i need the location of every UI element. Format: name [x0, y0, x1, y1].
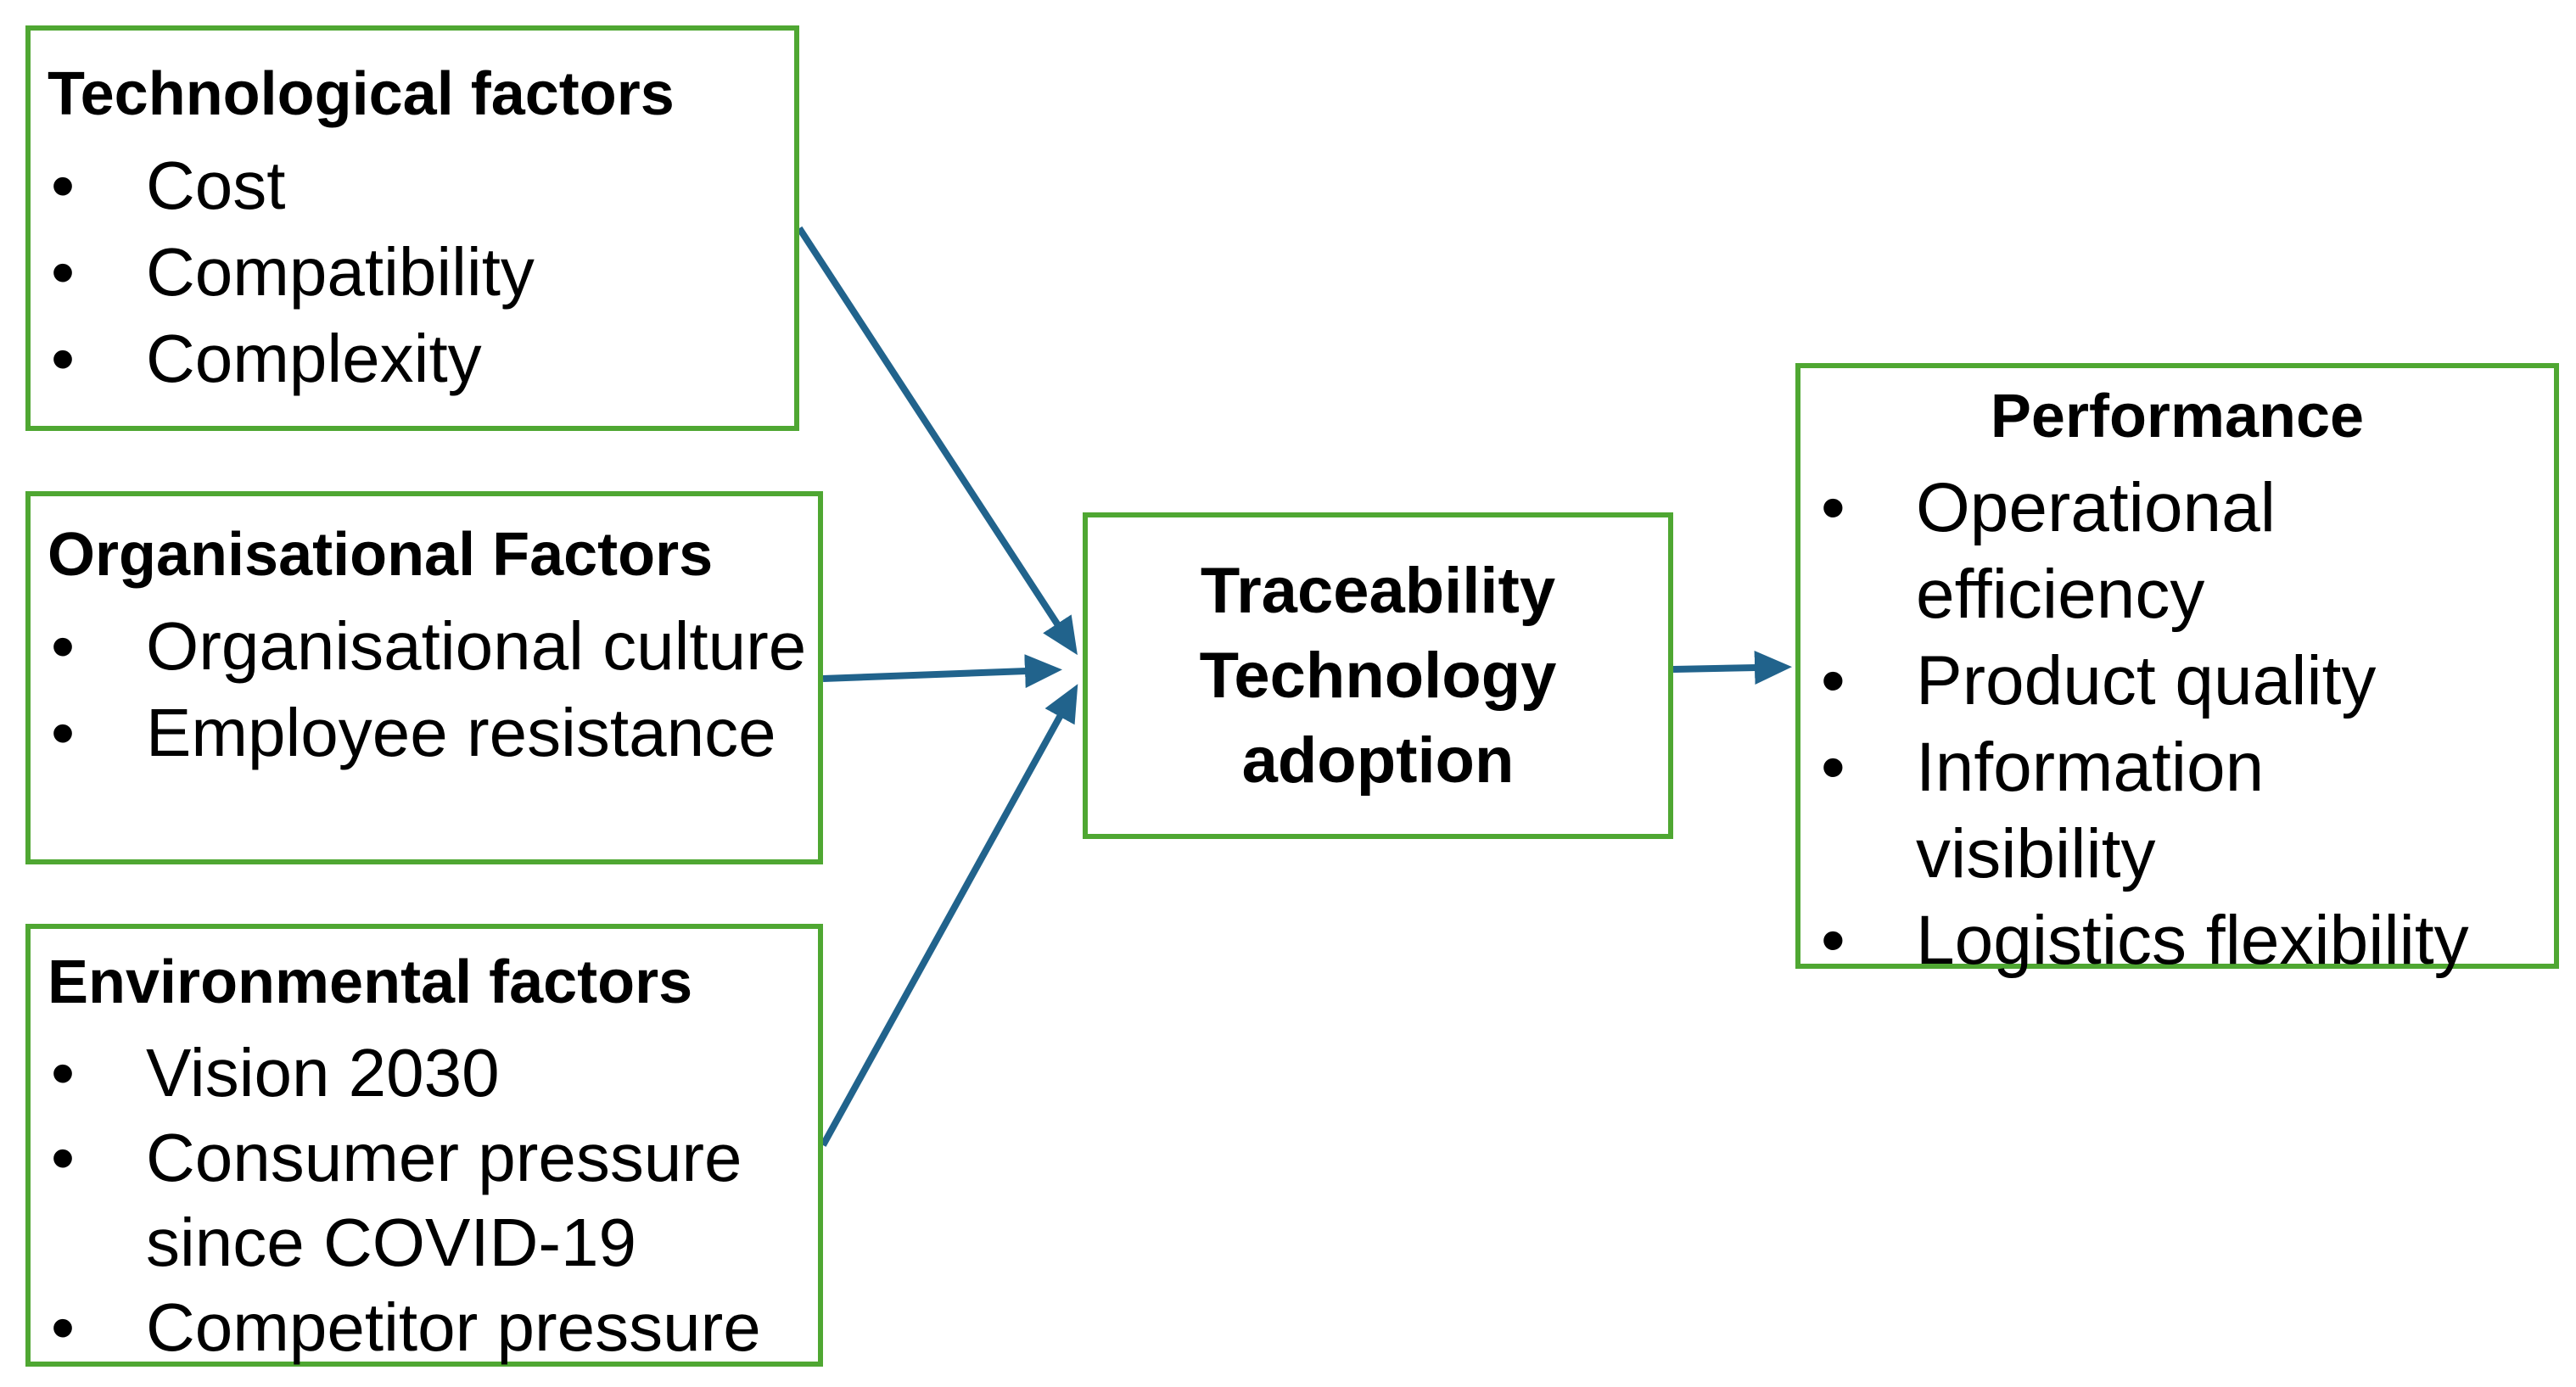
arrow-organisational-to-adoption	[822, 654, 1062, 689]
bullet-item: Logistics flexibility	[1800, 898, 2554, 984]
bullet-item: Cost	[31, 143, 794, 229]
box-environmental-factors: Environmental factors Vision 2030 Consum…	[25, 924, 823, 1370]
box-title: Organisational Factors	[48, 521, 714, 589]
bullet-item: Operational efficiency	[1800, 465, 2554, 638]
bullet-list: Organisational culture Employee resistan…	[31, 603, 818, 776]
bullet-item: Employee resistance	[31, 690, 818, 776]
bullet-item: Vision 2030	[31, 1031, 818, 1116]
bullet-item: Competitor pressure	[31, 1285, 818, 1370]
bullet-item: Compatibility	[31, 229, 794, 316]
box-organisational-factors: Organisational Factors Organisational cu…	[25, 491, 823, 864]
box-performance: Performance Operational efficiency Produ…	[1795, 363, 2559, 984]
bullet-list: Operational efficiency Product quality I…	[1800, 465, 2554, 984]
box-title: Technological factors	[48, 60, 675, 128]
arrow-technological-to-adoption	[796, 226, 1078, 656]
bullet-item: Complexity	[31, 316, 794, 402]
arrow-environmental-to-adoption	[820, 684, 1078, 1147]
bullet-item: Organisational culture	[31, 603, 818, 690]
box-traceability-technology-adoption: Traceability Technology adoption	[1083, 512, 1673, 839]
box-title: Environmental factors	[48, 948, 693, 1016]
box-title: Traceability Technology adoption	[1199, 554, 1557, 797]
bullet-item: Information visibility	[1800, 724, 2554, 898]
arrow-adoption-to-performance	[1672, 651, 1792, 685]
bullet-item: Product quality	[1800, 638, 2554, 724]
box-technological-factors: Technological factors Cost Compatibility…	[25, 25, 799, 431]
bullet-item: Consumer pressure since COVID-19	[31, 1116, 818, 1285]
bullet-list: Cost Compatibility Complexity	[31, 143, 794, 402]
box-title: Performance	[1990, 383, 2365, 450]
bullet-list: Vision 2030 Consumer pressure since COVI…	[31, 1031, 818, 1370]
